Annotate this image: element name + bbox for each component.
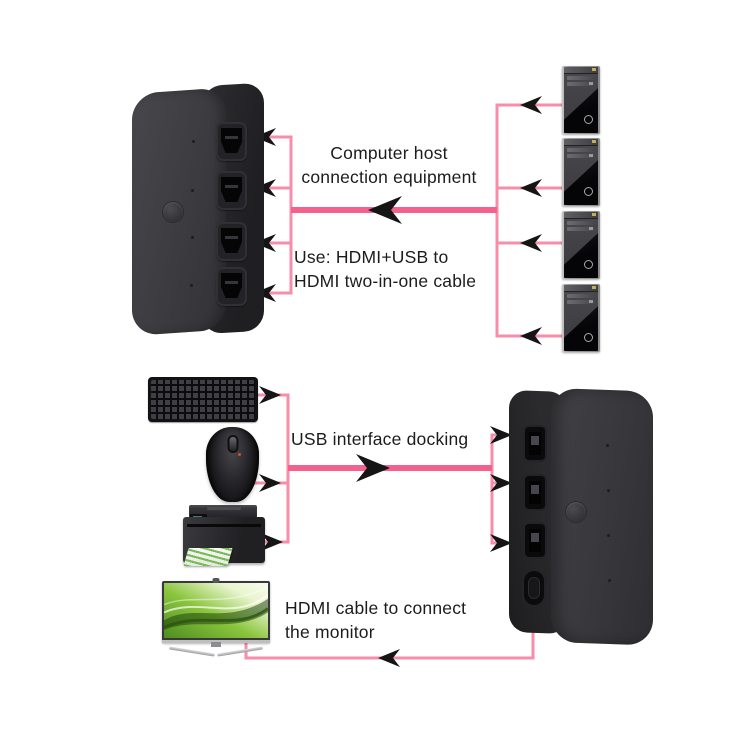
arrow-left-icon xyxy=(520,327,542,345)
arrow-right-icon xyxy=(259,386,281,404)
arrow-right-icon xyxy=(490,474,512,492)
arrow-right-icon xyxy=(261,533,283,551)
arrow-left-icon xyxy=(254,179,276,197)
arrow-right-large-icon xyxy=(356,454,390,482)
select-button xyxy=(566,502,586,522)
label-computer-host: Computer host connection equipment xyxy=(301,143,477,187)
mouse-image xyxy=(206,427,259,502)
printer-paper-tray xyxy=(183,548,233,566)
led-indicator xyxy=(192,140,195,143)
arrow-left-icon xyxy=(378,649,400,667)
label-hdmi-cable: HDMI cable to connect the monitor xyxy=(285,598,467,642)
led-indicator xyxy=(190,284,193,287)
arrow-right-icon xyxy=(259,474,281,492)
arrow-left-icon xyxy=(520,234,542,252)
hdmi-connector-icon xyxy=(221,228,242,253)
usb-connector-icon xyxy=(529,481,541,504)
mouse-led-icon xyxy=(237,452,241,456)
keyboard-keys xyxy=(151,380,255,419)
hdmi-port-4 xyxy=(216,267,247,306)
arrow-left-icon xyxy=(520,96,542,114)
hdmi-connector-icon xyxy=(221,273,242,298)
select-button xyxy=(163,202,183,222)
led-indicator xyxy=(607,489,610,492)
hdmi-port-1 xyxy=(216,122,247,161)
computer-tower-3 xyxy=(562,211,600,279)
power-button-icon xyxy=(584,187,593,196)
computer-tower-4 xyxy=(562,284,600,352)
usb-port-2 xyxy=(525,476,545,509)
computer-tower-2 xyxy=(562,138,600,206)
monitor-stand-leg xyxy=(169,646,215,657)
arrow-left-icon xyxy=(254,234,276,252)
usb-connector-icon xyxy=(529,529,541,552)
hdmi-connector-icon xyxy=(221,177,242,202)
monitor-image xyxy=(162,578,270,657)
hdmi-connector-icon xyxy=(528,577,540,599)
arrow-left-icon xyxy=(520,179,542,197)
hdmi-port-2 xyxy=(216,171,247,210)
monitor-stand-neck xyxy=(211,642,221,647)
led-indicator xyxy=(191,236,194,239)
led-indicator xyxy=(191,189,194,192)
led-indicator xyxy=(606,444,609,447)
hdmi-connector-icon xyxy=(221,128,242,153)
webcam-icon xyxy=(212,578,220,583)
keyboard-image xyxy=(148,377,258,422)
power-button-icon xyxy=(584,115,593,124)
arrow-right-icon xyxy=(490,426,512,444)
arrow-right-icon xyxy=(490,534,512,552)
arrow-left-large-icon xyxy=(368,196,402,224)
computer-tower-1 xyxy=(562,66,600,134)
usb-port-1 xyxy=(525,427,545,460)
monitor-stand-leg xyxy=(217,646,263,657)
arrows xyxy=(254,96,542,667)
hdmi-output-port xyxy=(524,571,544,605)
usb-port-3 xyxy=(525,524,545,557)
monitor-bezel xyxy=(162,578,270,643)
label-usage-cable: Use: HDMI+USB to HDMI two-in-one cable xyxy=(294,247,477,291)
usb-connector-icon xyxy=(529,432,541,455)
led-indicator xyxy=(607,534,610,537)
power-button-icon xyxy=(584,260,593,269)
led-indicator xyxy=(608,579,611,582)
hdmi-port-3 xyxy=(216,222,247,261)
scroll-wheel-icon xyxy=(229,436,236,451)
label-usb-docking: USB interface docking xyxy=(291,429,469,449)
arrow-left-icon xyxy=(254,284,276,302)
arrow-left-icon xyxy=(254,128,276,146)
printer-image xyxy=(183,505,265,569)
monitor-screen xyxy=(164,583,268,638)
power-button-icon xyxy=(584,333,593,342)
